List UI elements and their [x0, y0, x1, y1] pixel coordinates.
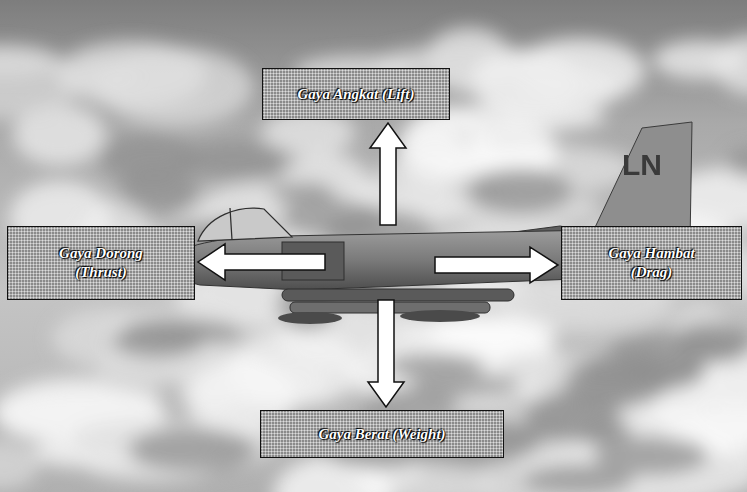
cloud-puff [0, 441, 39, 490]
force-label: Gaya Hambat (Drag) [597, 244, 707, 282]
force-label: Gaya Dorong (Thrust) [46, 244, 156, 282]
cloud-puff [175, 140, 291, 179]
cloud-puff [280, 197, 385, 238]
cloud-puff [128, 428, 256, 472]
cloud-puff [483, 64, 621, 114]
cloud-puff [467, 168, 573, 215]
weight-box: Gaya Berat (Weight) [260, 410, 504, 458]
force-label: Gaya Berat (Weight) [318, 425, 445, 444]
thrust-arrow [198, 244, 325, 280]
clouds [0, 27, 747, 492]
cloud-puff [566, 355, 668, 409]
force-label: Gaya Angkat (Lift) [298, 85, 415, 104]
cloud-puff [411, 374, 522, 396]
lift-arrow [370, 123, 406, 225]
cloud-puff [726, 147, 747, 178]
cloud-puff [713, 34, 747, 95]
drag-box: Gaya Hambat (Drag) [561, 226, 742, 300]
weight-arrow [368, 300, 404, 407]
lift-box: Gaya Angkat (Lift) [262, 68, 450, 120]
thrust-box: Gaya Dorong (Thrust) [7, 226, 195, 300]
drag-arrow [435, 247, 558, 283]
cloud-puff [122, 318, 242, 345]
cloud-puff [56, 41, 207, 108]
cloud-puff [119, 169, 199, 212]
cloud-puff [593, 436, 708, 476]
tail-code: LN [622, 150, 662, 180]
